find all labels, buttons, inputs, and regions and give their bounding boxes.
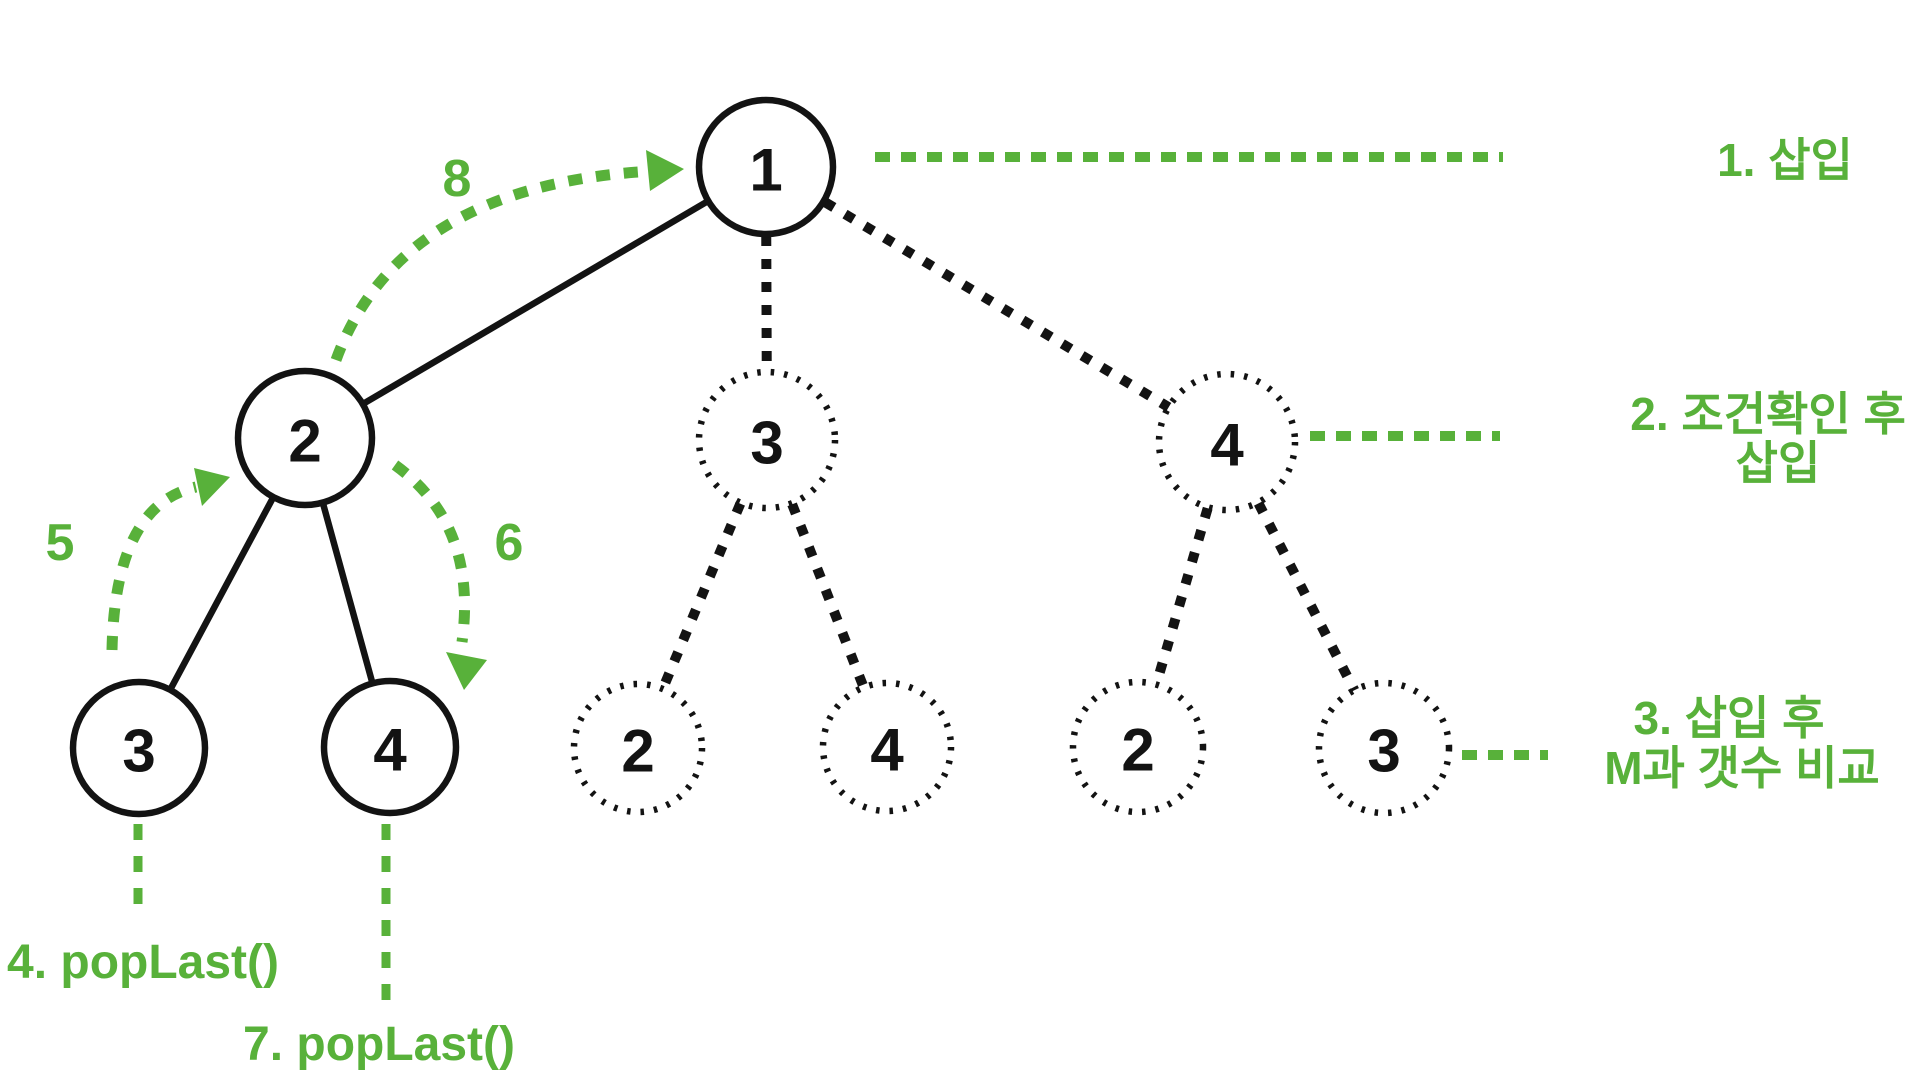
node-right-parent-circle bbox=[1155, 370, 1299, 514]
label-step3-line1: 3. 삽입 후 bbox=[1634, 692, 1825, 744]
label-step4: 4. popLast() bbox=[7, 936, 279, 989]
node-left-child-right-value: 4 bbox=[373, 717, 407, 784]
node-left-child-right: 4 bbox=[320, 677, 460, 817]
node-left-child-left: 3 bbox=[69, 678, 209, 818]
node-middle-child-right-circle bbox=[819, 679, 955, 815]
edge-root-to-left-parent bbox=[303, 164, 768, 441]
node-middle-child-right: 4 bbox=[819, 679, 955, 815]
node-right-child-left-value: 2 bbox=[1121, 717, 1154, 784]
label-step1: 1. 삽입 bbox=[1717, 134, 1853, 186]
step8-arrowhead-icon bbox=[646, 150, 684, 191]
node-left-parent-value: 2 bbox=[288, 408, 321, 475]
label-step3-line2: M과 갯수 비교 bbox=[1604, 742, 1879, 794]
node-left-child-left-value: 3 bbox=[122, 718, 155, 785]
label-step8: 8 bbox=[443, 150, 472, 208]
step6-arrow-path bbox=[391, 460, 471, 643]
node-right-child-right-circle bbox=[1315, 679, 1453, 817]
node-middle-child-left-value: 2 bbox=[621, 718, 654, 785]
node-left-parent: 2 bbox=[234, 367, 376, 509]
node-right-child-left-circle bbox=[1069, 678, 1207, 816]
node-left-parent-circle bbox=[234, 367, 376, 509]
step-annotations: 1. 삽입 2. 조건확인 후 삽입 3. 삽입 후 M과 갯수 비교 4. p… bbox=[7, 134, 1906, 1071]
node-right-child-right-value: 3 bbox=[1367, 718, 1400, 785]
node-middle-parent-value: 3 bbox=[750, 410, 783, 477]
label-step6: 6 bbox=[495, 514, 524, 572]
tree-nodes: 1 2 3 4 3 2 4 4 bbox=[69, 96, 1453, 818]
node-middle-parent: 3 bbox=[695, 368, 839, 512]
node-right-child-left: 2 bbox=[1069, 678, 1207, 816]
node-left-child-right-circle bbox=[320, 677, 460, 817]
label-step7: 7. popLast() bbox=[243, 1018, 515, 1071]
node-left-child-left-circle bbox=[69, 678, 209, 818]
node-right-parent-value: 4 bbox=[1210, 412, 1244, 479]
node-middle-child-left: 2 bbox=[570, 680, 706, 816]
label-step5: 5 bbox=[46, 514, 75, 572]
node-root-circle bbox=[695, 96, 837, 238]
node-root: 1 bbox=[695, 96, 837, 238]
label-step2-line1: 2. 조건확인 후 bbox=[1630, 388, 1906, 440]
step6-arrowhead-icon bbox=[446, 652, 487, 690]
label-step2-line2: 삽입 bbox=[1736, 437, 1821, 489]
step8-arrow-path bbox=[330, 166, 639, 362]
step5-arrowhead-icon bbox=[194, 468, 230, 506]
step5-arrow-path bbox=[106, 481, 198, 651]
node-middle-parent-circle bbox=[695, 368, 839, 512]
node-middle-child-right-value: 4 bbox=[870, 717, 904, 784]
node-middle-child-left-circle bbox=[570, 680, 706, 816]
node-right-child-right: 3 bbox=[1315, 679, 1453, 817]
edge-root-to-right-parent bbox=[763, 162, 1230, 447]
node-right-parent: 4 bbox=[1155, 370, 1299, 514]
node-root-value: 1 bbox=[749, 137, 782, 204]
